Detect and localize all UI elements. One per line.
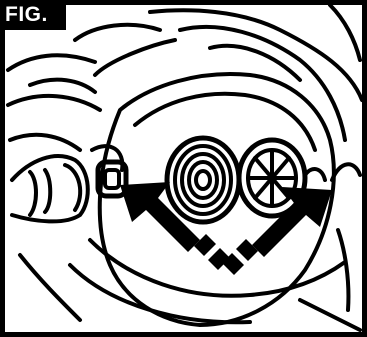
figure-label: FIG. 2 [0, 0, 66, 30]
